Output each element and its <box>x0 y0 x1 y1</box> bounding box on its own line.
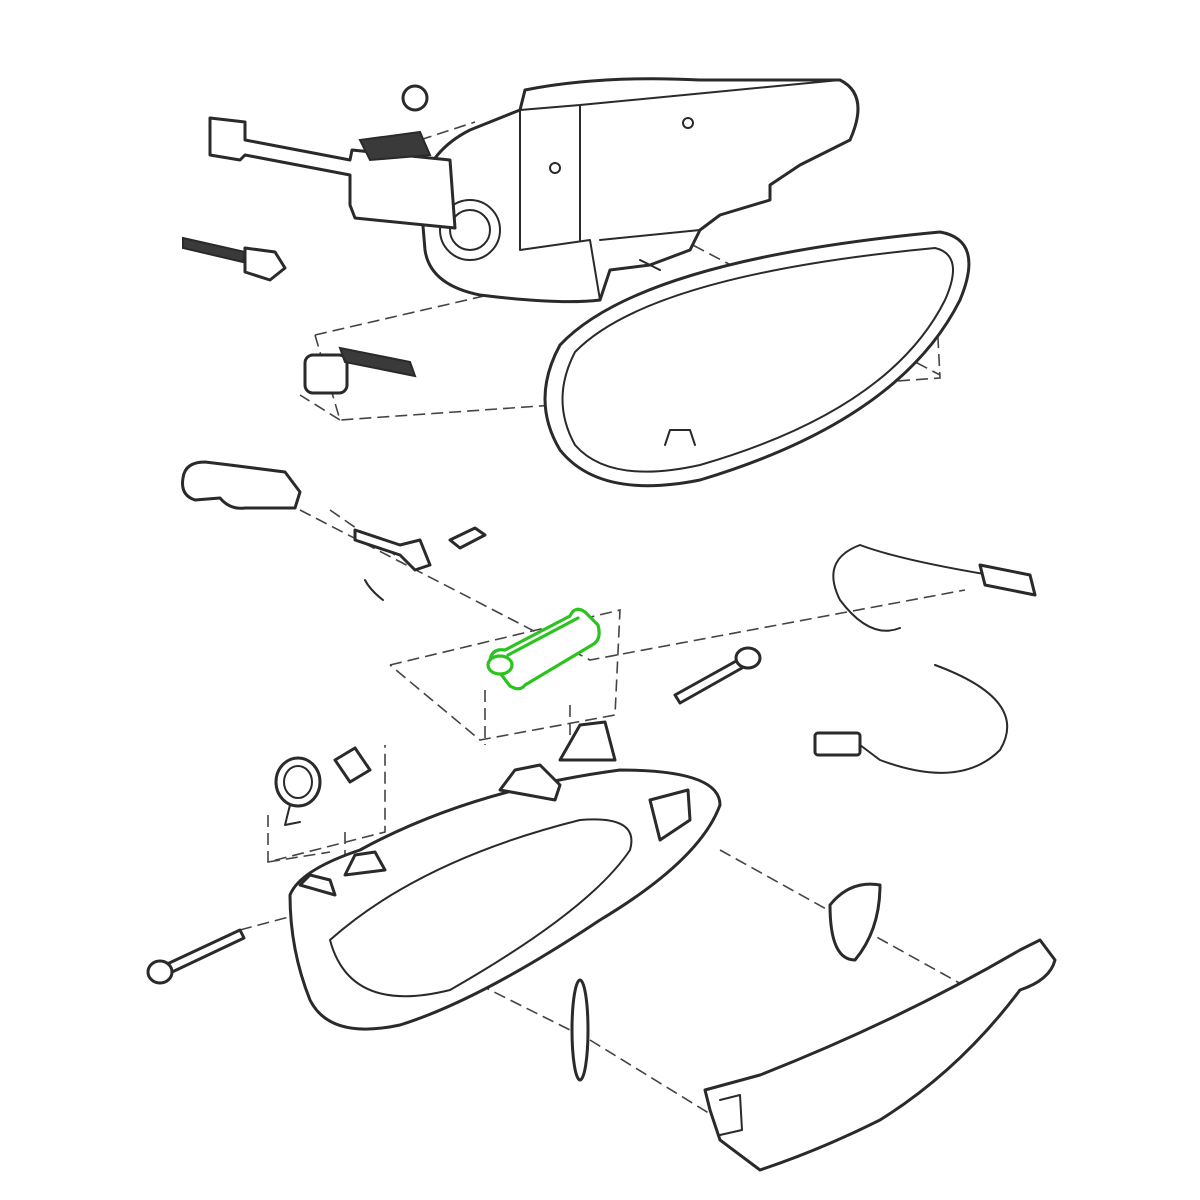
bolts <box>146 646 762 985</box>
spring-and-bushing <box>274 746 372 826</box>
gasket <box>543 230 971 488</box>
lock-housing <box>418 77 860 304</box>
escutcheon-seal <box>570 882 882 1082</box>
lock-barrel <box>208 84 457 230</box>
outer-grip <box>703 938 1057 1172</box>
handle-pin-highlighted <box>486 607 601 691</box>
microswitch <box>181 460 487 601</box>
wiring-harness <box>813 544 1037 774</box>
handle-body <box>288 720 722 1031</box>
key <box>182 236 287 282</box>
small-parts-upper <box>303 346 417 395</box>
